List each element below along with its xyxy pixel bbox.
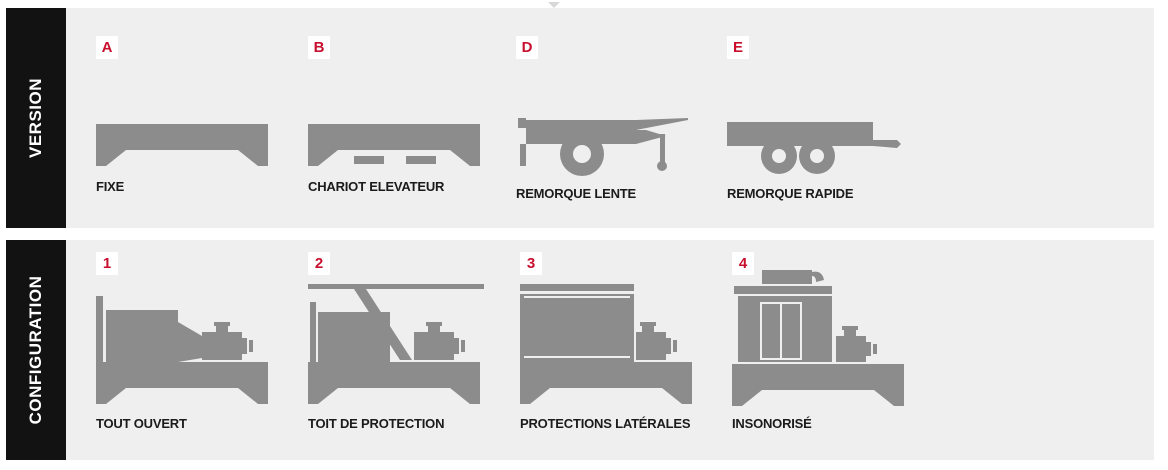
version-section-title: VERSION — [26, 77, 45, 159]
fixed-base-icon — [96, 124, 268, 166]
configuration-item-toit-de-protection: 2 TOIT DE PROTECTION — [308, 240, 508, 460]
version-badge: A — [96, 36, 118, 59]
version-section-panel: A FIXE B CHARIOT ELEVATEUR D — [66, 8, 1154, 228]
configuration-section-title: CONFIGURATION — [26, 275, 45, 425]
soundproof-canopy-icon — [732, 270, 904, 406]
configuration-section-panel: 1 TOUT OUVERT 2 — [66, 240, 1154, 460]
version-item-chariot-elevateur: B CHARIOT ELEVATEUR — [308, 8, 508, 228]
configuration-badge: 2 — [308, 252, 330, 275]
version-item-remorque-lente: D REMORQUE LENTE — [516, 8, 736, 228]
configuration-label: TOUT OUVERT — [96, 416, 187, 431]
configuration-label: TOIT DE PROTECTION — [308, 416, 445, 431]
configuration-label: PROTECTIONS LATÉRALES — [520, 416, 691, 431]
open-skid-icon — [96, 296, 268, 404]
configuration-item-tout-ouvert: 1 TOUT OUVERT — [96, 240, 296, 460]
configuration-badge: 4 — [732, 252, 754, 275]
version-badge: B — [308, 36, 330, 59]
fast-trailer-icon — [727, 122, 901, 174]
version-item-remorque-rapide: E REMORQUE RAPIDE — [727, 8, 947, 228]
configuration-badge: 3 — [520, 252, 542, 275]
version-badge: E — [727, 36, 749, 59]
version-label: FIXE — [96, 179, 125, 194]
version-section-bar: VERSION — [6, 8, 66, 228]
configuration-label: INSONORISÉ — [732, 416, 812, 431]
side-protection-icon — [520, 284, 692, 404]
configuration-badge: 1 — [96, 252, 118, 275]
version-label: REMORQUE RAPIDE — [727, 186, 854, 201]
forklift-base-icon — [308, 124, 480, 166]
top-notch-icon — [548, 2, 560, 8]
configuration-item-protections-laterales: 3 PROTECTIONS LATÉRALES — [520, 240, 730, 460]
slow-trailer-icon — [518, 118, 688, 176]
configuration-item-insonorise: 4 INS — [732, 240, 942, 460]
protective-roof-icon — [308, 284, 484, 404]
version-badge: D — [516, 36, 538, 59]
version-label: CHARIOT ELEVATEUR — [308, 179, 445, 194]
configuration-section-bar: CONFIGURATION — [6, 240, 66, 460]
version-item-fixe: A FIXE — [96, 8, 296, 228]
version-label: REMORQUE LENTE — [516, 186, 636, 201]
